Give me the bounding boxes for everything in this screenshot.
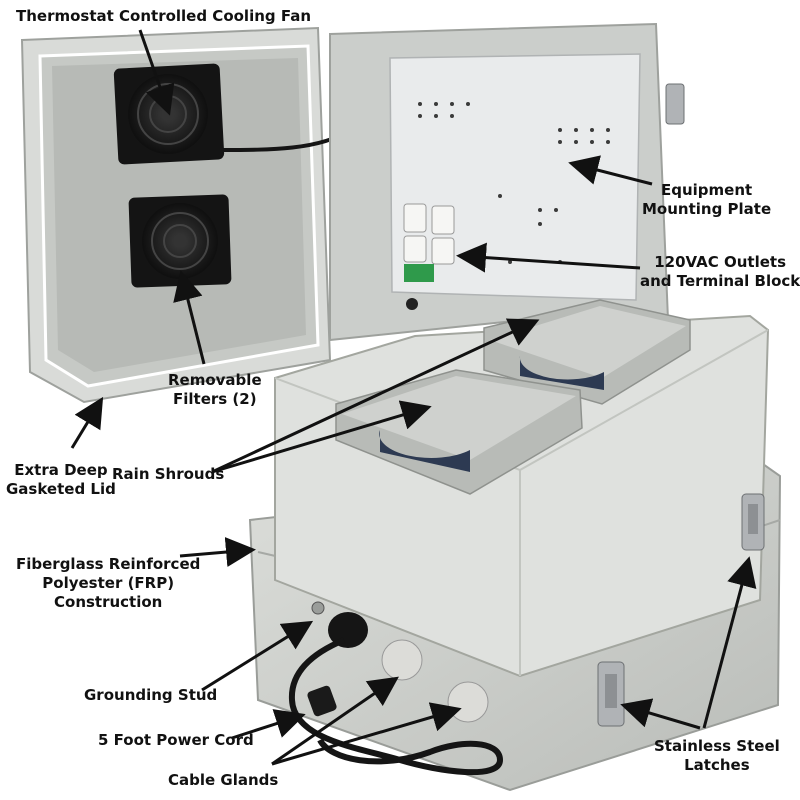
callout-filters-line-2: Filters (2) <box>173 390 257 408</box>
power-cord <box>288 637 504 776</box>
callout-frp-line-1: Fiberglass Reinforced <box>16 555 201 573</box>
callout-cooling-fan-line-1: Thermostat Controlled Cooling Fan <box>16 7 312 25</box>
latch-upper <box>741 493 765 551</box>
terminal-block <box>404 264 434 282</box>
callout-latches: Stainless Steel Latches <box>654 737 780 775</box>
grounding-stud <box>311 601 325 615</box>
callout-frp-line-3: Construction <box>54 593 163 611</box>
rain-shroud-front <box>335 369 583 495</box>
callout-filters-line-1: Removable <box>168 371 262 389</box>
callout-arrows <box>70 29 757 766</box>
outlets <box>403 203 455 265</box>
cord-gland <box>328 612 368 648</box>
latch-lower <box>597 661 625 727</box>
callout-rain-shrouds: Rain Shrouds <box>112 465 224 484</box>
callout-cable-glands: Cable Glands <box>168 771 278 790</box>
callout-outlets: 120VAC Outlets and Terminal Block <box>640 253 800 291</box>
callout-gasketed-lid-line-1: Extra Deep <box>14 461 108 479</box>
callout-mounting-plate-line-2: Mounting Plate <box>642 200 772 218</box>
latch-lid <box>665 83 685 125</box>
callout-frp: Fiberglass Reinforced Polyester (FRP) Co… <box>16 555 200 612</box>
callout-gasketed-lid-line-2: Gasketed Lid <box>6 480 116 498</box>
callout-mounting-plate-line-1: Equipment <box>660 181 753 199</box>
cable-gland-lower <box>447 681 489 723</box>
enclosure-interior <box>329 22 670 342</box>
callout-rain-shrouds-line-1: Rain Shrouds <box>112 465 225 483</box>
callout-mounting-plate: Equipment Mounting Plate <box>642 181 771 219</box>
callout-grounding-stud-line-1: Grounding Stud <box>84 686 218 704</box>
cooling-fan-top <box>113 63 225 165</box>
cooling-fan-bottom <box>128 194 232 288</box>
callout-gasketed-lid: Extra Deep Gasketed Lid <box>6 461 116 499</box>
callout-latches-line-2: Latches <box>684 756 750 774</box>
callout-outlets-line-1: 120VAC Outlets <box>654 253 787 271</box>
power-plug <box>307 685 337 717</box>
callout-latches-line-1: Stainless Steel <box>654 737 780 755</box>
callout-outlets-line-2: and Terminal Block <box>640 272 800 290</box>
callout-cooling-fan: Thermostat Controlled Cooling Fan <box>16 7 311 26</box>
callout-frp-line-2: Polyester (FRP) <box>42 574 175 592</box>
callout-power-cord-line-1: 5 Foot Power Cord <box>98 731 254 749</box>
callout-power-cord: 5 Foot Power Cord <box>98 731 254 750</box>
callout-cable-glands-line-1: Cable Glands <box>168 771 279 789</box>
callout-filters: Removable Filters (2) <box>168 371 262 409</box>
callout-grounding-stud: Grounding Stud <box>84 686 217 705</box>
cable-gland-upper <box>381 639 423 681</box>
